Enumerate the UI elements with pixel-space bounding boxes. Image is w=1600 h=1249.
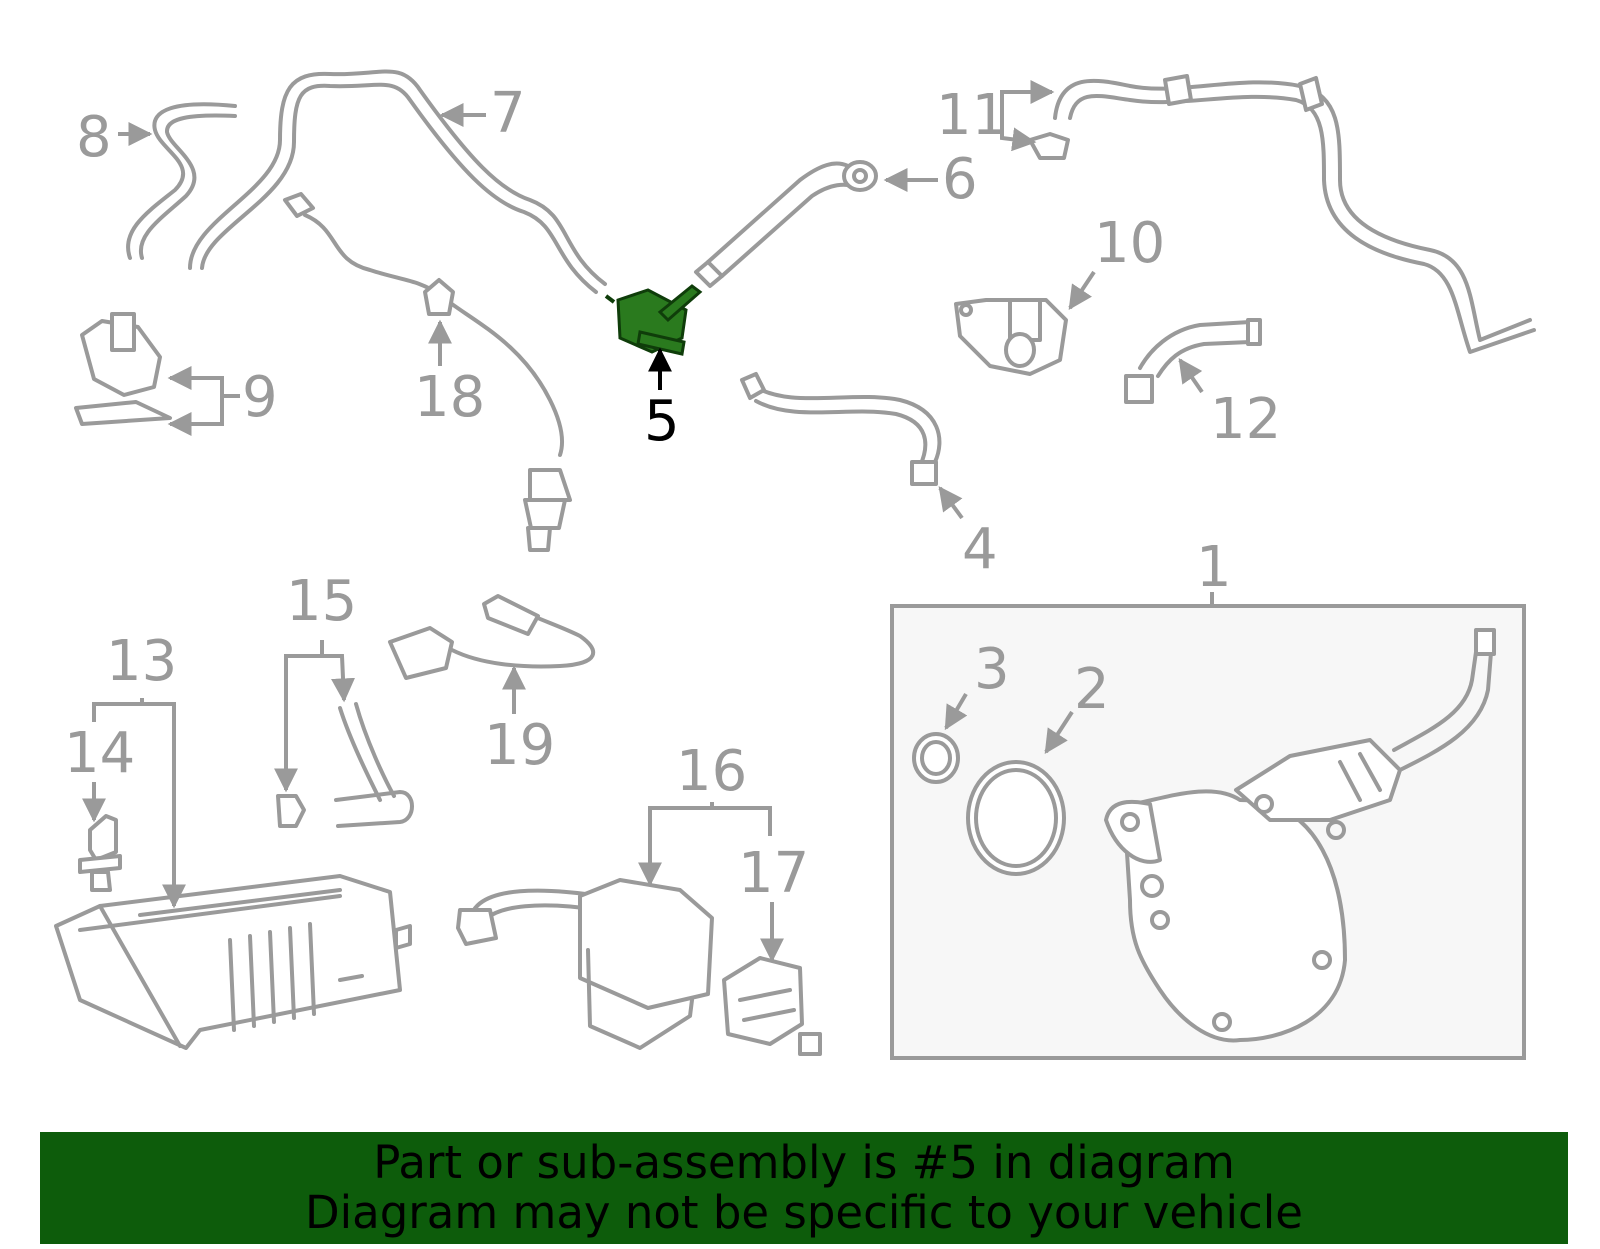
- part-19-sensor[interactable]: [388, 594, 596, 680]
- callout-17: 17: [738, 841, 809, 906]
- callout-2: 2: [1074, 657, 1110, 722]
- part-15-hose[interactable]: [276, 702, 414, 828]
- part-13-canister[interactable]: [54, 874, 412, 1050]
- part-8-hose[interactable]: [126, 102, 237, 260]
- callout-9: 9: [242, 365, 278, 430]
- callout-8: 8: [76, 105, 112, 170]
- callout-1: 1: [1196, 535, 1232, 600]
- part-7-hose[interactable]: [188, 69, 607, 294]
- part-12-hose[interactable]: [1124, 318, 1262, 404]
- callout-labels: 8 7 6 18 9 5 10 11 12 4 1 3 2 15 19 13 1…: [64, 81, 1281, 906]
- callout-14: 14: [64, 721, 135, 786]
- callout-5: 5: [644, 389, 680, 454]
- callout-15: 15: [286, 569, 357, 634]
- banner-line-1: Part or sub-assembly is #5 in diagram: [373, 1136, 1235, 1189]
- part-6-hose[interactable]: [694, 160, 878, 288]
- part-5-connector[interactable]: [604, 284, 703, 356]
- part-2-seal[interactable]: [966, 760, 1066, 876]
- callout-7: 7: [490, 81, 526, 146]
- callout-3: 3: [974, 637, 1010, 702]
- part-17-valve[interactable]: [722, 956, 822, 1056]
- part-16-bracket-assembly[interactable]: [456, 878, 714, 1050]
- callout-11: 11: [936, 83, 1007, 148]
- part-1-pump[interactable]: [1104, 628, 1496, 1043]
- info-banner: Part or sub-assembly is #5 in diagram Di…: [40, 1132, 1568, 1244]
- callout-13: 13: [106, 629, 177, 694]
- part-10-valve[interactable]: [954, 298, 1068, 376]
- banner-line-2: Diagram may not be specific to your vehi…: [305, 1186, 1303, 1239]
- part-11-hose[interactable]: [1028, 74, 1536, 354]
- part-4-hose[interactable]: [740, 372, 942, 486]
- callout-16: 16: [676, 739, 747, 804]
- callout-12: 12: [1210, 387, 1281, 452]
- part-18-sensor-wire[interactable]: [283, 192, 572, 552]
- leaders: [82, 80, 1214, 963]
- callout-19: 19: [484, 713, 555, 778]
- callout-6: 6: [942, 147, 978, 212]
- callout-4: 4: [962, 517, 998, 582]
- callout-10: 10: [1094, 211, 1165, 276]
- part-14-clip[interactable]: [78, 814, 122, 892]
- callout-18: 18: [414, 365, 485, 430]
- part-3-oring[interactable]: [912, 732, 960, 784]
- part-9-bracket[interactable]: [74, 312, 172, 426]
